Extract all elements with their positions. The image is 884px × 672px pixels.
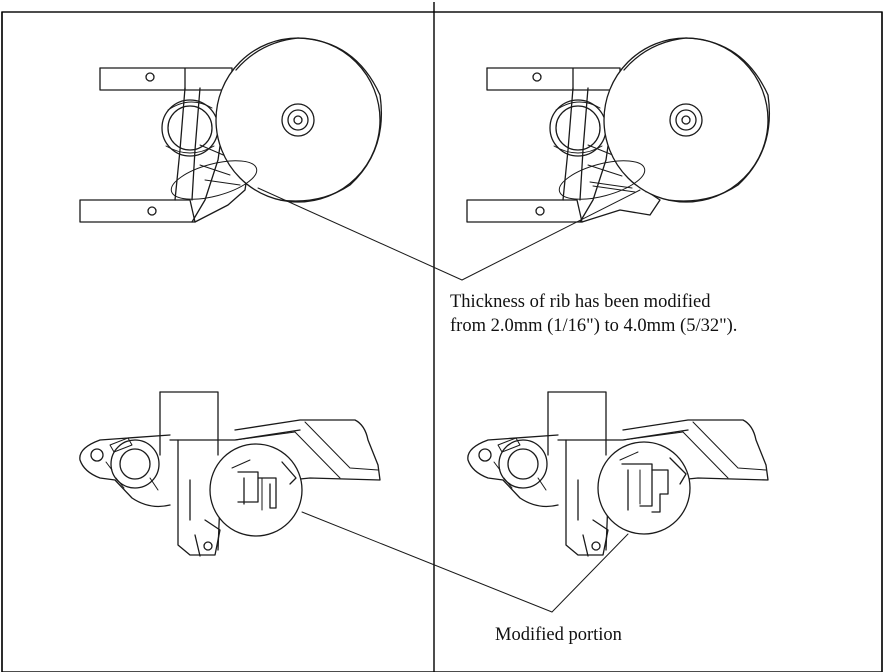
bracket-top-view-modified (466, 37, 771, 223)
bracket-side-view-original (79, 391, 381, 557)
modified-portion-label: Modified portion (495, 625, 622, 645)
bracket-side-view-modified (467, 391, 769, 557)
rib-leader-lines (257, 187, 641, 281)
bracket-top-view-original (79, 37, 383, 223)
modified-leader-lines (301, 511, 629, 613)
rib-note-line-2: from 2.0mm (1/16") to 4.0mm (5/32"). (450, 316, 738, 336)
rib-note-line-1: Thickness of rib has been modified (450, 292, 711, 312)
rib-thickness-note: Thickness of rib has been modified from … (450, 290, 737, 338)
